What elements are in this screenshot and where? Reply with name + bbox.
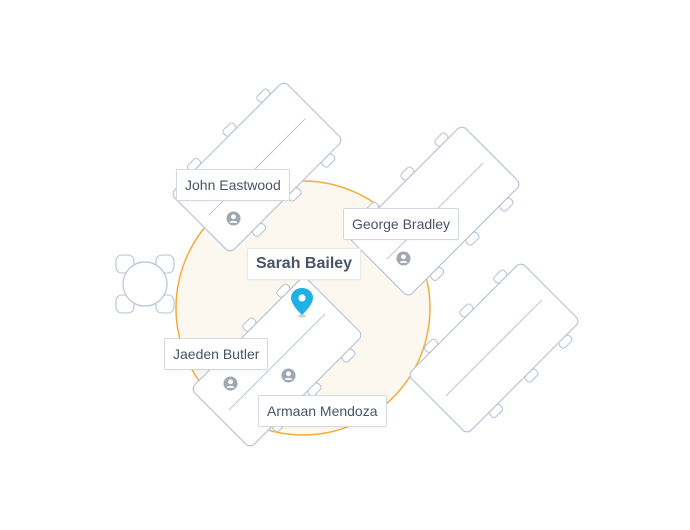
person-icon [281,368,296,383]
person-label-armaan-mendoza[interactable]: Armaan Mendoza [258,395,387,427]
round-table[interactable] [115,254,175,314]
person-icon [226,211,241,226]
person-label-jaeden-butler[interactable]: Jaeden Butler [164,338,269,370]
desk-cluster-1[interactable] [165,75,349,259]
map-pin-icon[interactable] [289,287,315,319]
person-icon [396,251,411,266]
person-icon [223,376,238,391]
desk-cluster-4[interactable] [185,270,369,454]
person-label-george-bradley[interactable]: George Bradley [343,208,460,240]
person-label-sarah-bailey[interactable]: Sarah Bailey [247,248,362,280]
person-label-john-eastwood[interactable]: John Eastwood [176,169,290,201]
desk-cluster-3[interactable] [402,256,586,440]
